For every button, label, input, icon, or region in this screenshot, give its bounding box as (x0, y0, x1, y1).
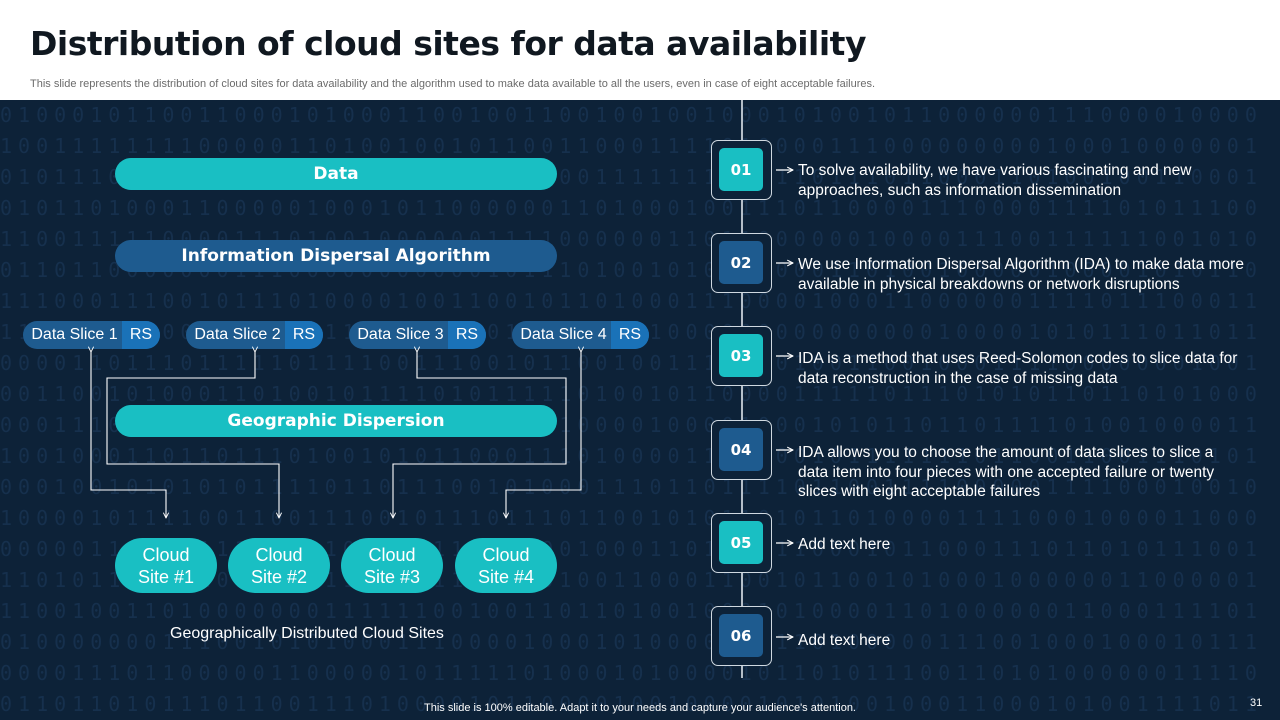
data-slice-label: Data Slice 2 (194, 326, 281, 343)
cloud-site-line2: Site #2 (250, 566, 308, 587)
step-1-marker: 01 (711, 140, 772, 200)
step-6-marker: 06 (711, 606, 772, 666)
rs-tag: RS (448, 321, 486, 349)
step-1-text: To solve availability, we have various f… (798, 162, 1192, 199)
cloud-site-line1: Cloud (368, 544, 416, 565)
step-number: 01 (719, 148, 763, 191)
data-slice-2: Data Slice 2 RS (186, 321, 323, 349)
page-subtitle: This slide represents the distribution o… (30, 78, 876, 90)
rs-tag: RS (285, 321, 323, 349)
cloud-site-line2: Site #3 (363, 566, 421, 587)
geo-dispersion-pill: Geographic Dispersion (115, 405, 557, 437)
page-number: 31 (1250, 697, 1263, 709)
cloud-site-line1: Cloud (255, 544, 303, 565)
binary-background-pattern: 0100010110011000101000110010011001001001… (0, 103, 1263, 716)
rs-tag: RS (611, 321, 649, 349)
cloud-site-1: Cloud Site #1 (115, 538, 217, 593)
data-pill: Data (115, 158, 557, 190)
step-2-text: We use Information Dispersal Algorithm (… (798, 256, 1244, 293)
cloud-site-2: Cloud Site #2 (228, 538, 330, 593)
geo-dispersion-label: Geographic Dispersion (227, 411, 445, 431)
content-panel: 0100010110011000101000110010011001001001… (0, 100, 1280, 720)
page-title: Distribution of cloud sites for data ava… (30, 24, 866, 63)
step-number: 06 (719, 614, 763, 657)
step-4-marker: 04 (711, 420, 772, 480)
data-slice-3: Data Slice 3 RS (349, 321, 486, 349)
step-5-text: Add text here (798, 536, 891, 553)
ida-pill-label: Information Dispersal Algorithm (181, 246, 491, 266)
ida-pill: Information Dispersal Algorithm (115, 240, 557, 272)
step-3-text: IDA is a method that uses Reed-Solomon c… (798, 350, 1238, 387)
cloud-site-line1: Cloud (482, 544, 530, 565)
data-slice-label: Data Slice 1 (31, 326, 118, 343)
step-3-marker: 03 (711, 326, 772, 386)
cloud-site-line2: Site #4 (477, 566, 535, 587)
data-slice-4: Data Slice 4 RS (512, 321, 649, 349)
cloud-site-4: Cloud Site #4 (455, 538, 557, 593)
cloud-site-3: Cloud Site #3 (341, 538, 443, 593)
footer-note: This slide is 100% editable. Adapt it to… (424, 702, 856, 714)
slide-header: Distribution of cloud sites for data ava… (0, 0, 1280, 100)
step-number: 03 (719, 334, 763, 377)
step-number: 04 (719, 428, 763, 471)
step-number: 05 (719, 521, 763, 564)
step-2-marker: 02 (711, 233, 772, 293)
cloud-site-line2: Site #1 (137, 566, 195, 587)
data-slice-label: Data Slice 3 (357, 326, 444, 343)
diagram-caption: Geographically Distributed Cloud Sites (170, 625, 444, 642)
rs-tag: RS (122, 321, 160, 349)
data-slice-label: Data Slice 4 (520, 326, 607, 343)
step-5-marker: 05 (711, 513, 772, 573)
step-number: 02 (719, 241, 763, 284)
step-6-text: Add text here (798, 632, 891, 649)
data-pill-label: Data (313, 164, 359, 184)
cloud-site-line1: Cloud (142, 544, 190, 565)
step-4-text: IDA allows you to choose the amount of d… (798, 444, 1215, 500)
data-slice-1: Data Slice 1 RS (23, 321, 160, 349)
